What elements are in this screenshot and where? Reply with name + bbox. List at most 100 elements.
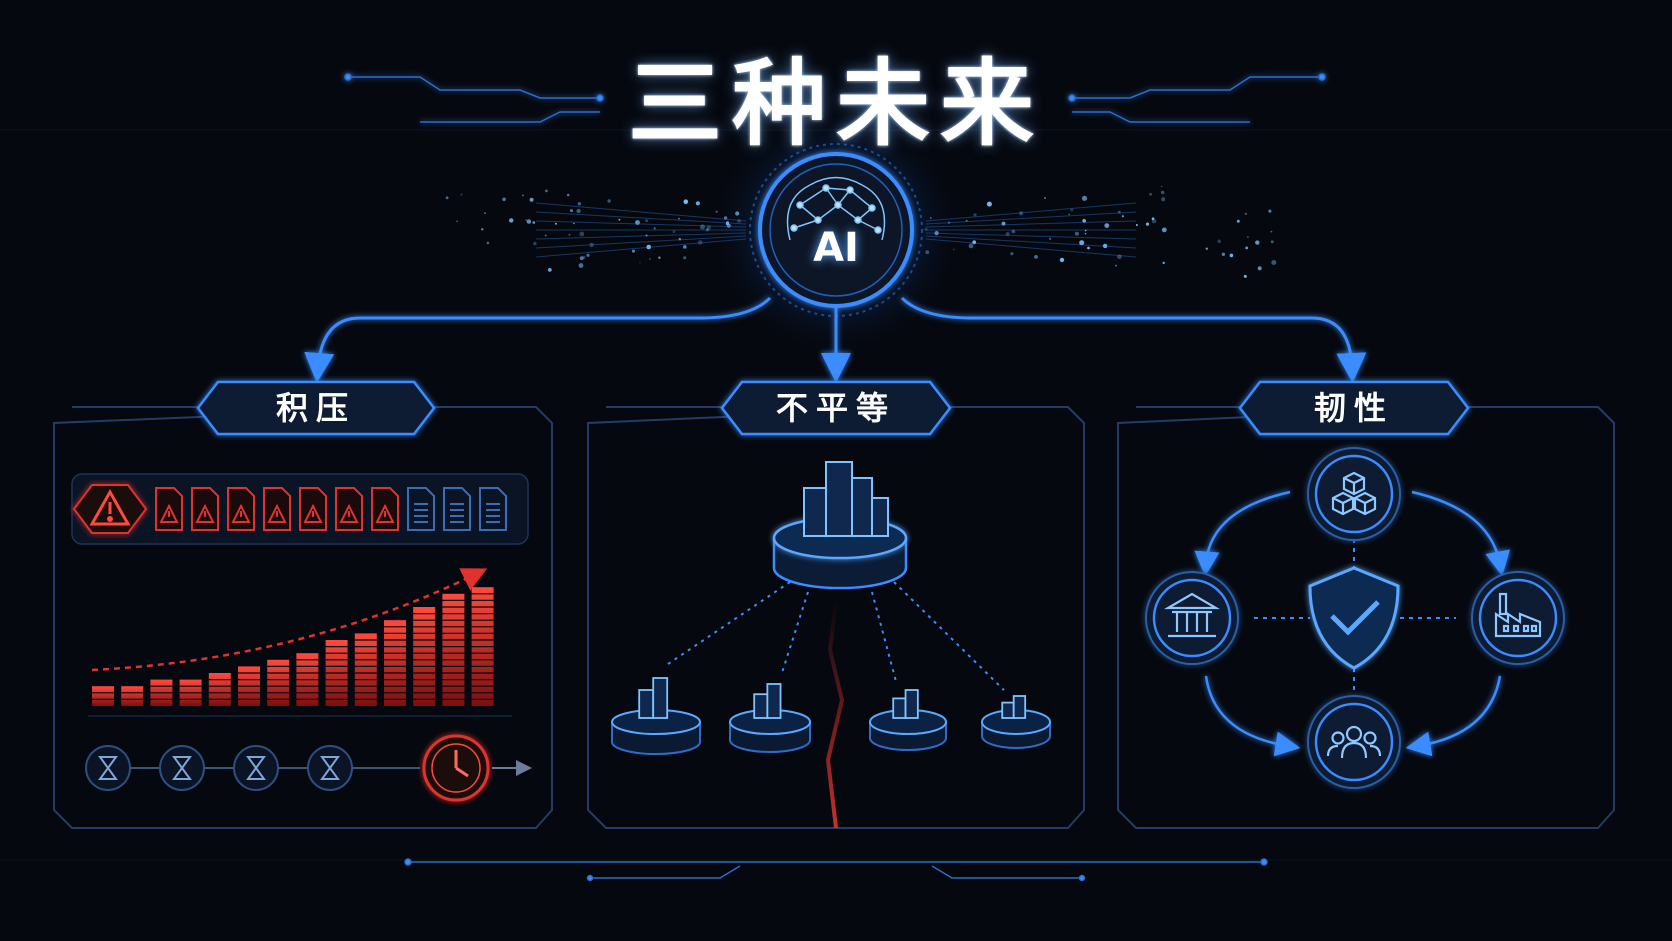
particle-dot [1135,224,1138,226]
town-platform [729,683,811,753]
resilience-panel [1145,447,1565,789]
title-circuit-right [1068,73,1326,123]
brain-network-icon [786,176,886,241]
town-building-icon [638,677,669,719]
particle-dot [1255,240,1260,245]
backlog-bar [238,666,260,706]
particle-dot [1271,260,1277,265]
particle-dot [460,193,463,196]
particle-dot [484,212,486,215]
particle-dot [1102,243,1108,249]
backlog-bar [413,607,436,706]
panel-frames [53,406,1615,829]
particle-dot [570,209,573,213]
particle-dot [607,199,611,203]
particle-dot [965,219,968,222]
particle-dot [544,234,547,237]
particle-dot [1121,215,1124,218]
particle-dot [1162,261,1165,265]
particle-dot [1010,252,1014,256]
particle-dot [700,224,705,230]
particle-dot [658,256,661,259]
particle-dot [1079,240,1085,246]
page-title: 三种未来 [627,50,1044,159]
particle-dot [568,233,571,236]
town-platform [611,677,701,755]
backlog-bar [384,620,406,706]
particle-dot [683,245,687,249]
hourglass-icon [233,745,279,791]
particle-dot [635,220,640,225]
backlog-bar [296,653,319,706]
particle-dot [1160,185,1163,188]
document-icon [443,487,471,531]
particle-dot [1245,246,1249,250]
particle-dot [697,240,703,245]
particle-dot [1229,253,1234,258]
alert-document-icon [299,487,327,531]
inequality-links [667,581,1005,691]
hub-connectors [304,296,1367,383]
particle-dot [1117,254,1122,260]
particle-dot [1246,236,1249,239]
particle-dot [509,218,514,223]
backlog-bar-chart [92,587,494,706]
particle-dot [545,189,548,193]
ai-hub-label: AI [813,225,859,271]
particle-dot [1161,227,1167,233]
particle-dot [547,268,552,272]
particle-dot [649,258,651,260]
resilience-nodes [1145,447,1565,789]
backlog-bar [354,633,377,706]
backlog-bar [267,659,290,706]
particle-dot [1149,192,1153,196]
particle-dot [1161,190,1165,195]
particle-dot [589,242,594,248]
particle-dot [486,241,490,245]
particle-dot [1049,237,1052,240]
bottom-circuit [404,858,1268,882]
panel-label-resilience: 韧性 [1313,389,1394,427]
backlog-bar [442,593,465,706]
particle-dot [582,255,586,259]
alert-document-icon [335,487,363,531]
particle-dot [1011,229,1016,234]
particle-dot [578,263,584,268]
particle-dot [1019,211,1024,216]
hourglass-icon [85,745,131,791]
particle-dot [1244,212,1248,216]
panel-label-backlog: 积压 [275,389,356,427]
backlog-panel [71,473,532,802]
tab-resilience [1238,380,1470,436]
particle-dot [526,219,532,224]
particle-dot [1005,232,1010,236]
town-building-icon [753,683,782,719]
particle-dot [645,234,648,237]
particle-dot [1074,231,1079,236]
people-icon [1307,695,1401,789]
particle-dot [1081,195,1088,201]
backlog-bar [92,686,114,706]
particle-dot [533,241,537,246]
particle-dot [1084,229,1087,232]
particle-dot [532,221,536,224]
particle-dot [639,261,641,264]
panel-frame-resilience [1117,406,1615,829]
particle-dot [1217,239,1221,244]
particle-dot [1236,219,1240,223]
particle-dot [1084,232,1087,235]
backlog-bar [208,673,231,706]
bank-icon [1145,571,1239,665]
particle-dot [1151,217,1155,220]
particle-dot [1115,264,1118,267]
particle-dot [577,202,582,206]
particle-dot [683,199,689,204]
backlog-bar [179,679,202,706]
title-circuit-left [344,73,604,123]
inequality-link [667,581,791,665]
alert-document-icon [155,487,183,531]
particle-dot [481,228,484,231]
particle-dot [695,201,701,206]
hourglass-timeline [85,745,420,791]
cubes-icon [1307,447,1401,541]
